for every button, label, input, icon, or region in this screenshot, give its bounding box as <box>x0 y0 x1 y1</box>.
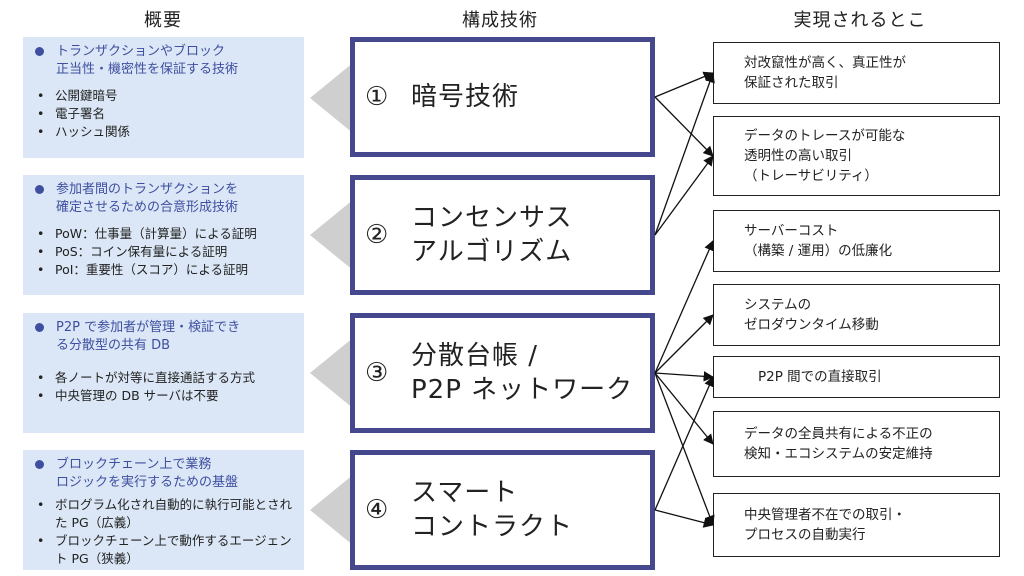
result-box: 対改竄性が高く、真正性が保証された取引 <box>713 42 1000 104</box>
tech-number: ③ <box>365 358 389 388</box>
connector-arrow <box>654 371 715 382</box>
tech-box-smart-contract: ④ スマートコントラクト <box>350 450 655 570</box>
list-item: •ハッシュ関係 <box>37 124 131 139</box>
list-item: •PoS：コイン保有量による証明 <box>37 244 228 259</box>
tech-label: 分散台帳 /P2P ネットワーク <box>411 341 634 405</box>
summary-lead: トランザクションやブロック正当性・機密性を保証する技術 <box>33 43 296 79</box>
list-item: •電子署名 <box>37 106 106 121</box>
summary-ledger: P2P で参加者が管理・検証できる分散型の共有 DB •各ノートが対等に直接通話… <box>23 313 304 433</box>
list-item: •各ノートが対等に直接通話する方式 <box>37 370 256 385</box>
tech-label: コンセンサスアルゴリズム <box>411 203 573 267</box>
list-item: •PoW：仕事量（計算量）による証明 <box>37 226 257 241</box>
tech-box-ledger: ③ 分散台帳 /P2P ネットワーク <box>350 313 655 433</box>
list-item: •ボログラム化され自動的に執行可能とされた PG（広義） <box>37 497 293 530</box>
summary-smart-contract: ブロックチェーン上で業務ロジックを実行するための基盤 •ボログラム化され自動的に… <box>23 450 304 570</box>
list-item: •公開鍵暗号 <box>37 88 118 103</box>
header-technology: 構成技術 <box>462 10 538 31</box>
connector-arrow <box>654 372 715 526</box>
tech-number: ④ <box>365 495 389 525</box>
summary-consensus: 参加者間のトランザクションを確定させるための合意形成技術 •PoW：仕事量（計算… <box>23 175 304 295</box>
pointer-triangle <box>310 474 354 546</box>
tech-label: スマートコントラクト <box>411 478 574 542</box>
tech-box-consensus: ② コンセンサスアルゴリズム <box>350 175 655 295</box>
header-overview: 概要 <box>144 10 182 31</box>
bullet-dot-icon <box>35 185 44 194</box>
result-box: データの全員共有による不正の検知・エコシステムの安定維持 <box>713 411 1000 477</box>
list-item: •PoI：重要性（スコア）による証明 <box>37 262 249 277</box>
summary-lead: 参加者間のトランザクションを確定させるための合意形成技術 <box>33 181 296 217</box>
summary-crypto: トランザクションやブロック正当性・機密性を保証する技術 •公開鍵暗号 •電子署名… <box>23 37 304 158</box>
tech-number: ② <box>365 220 389 250</box>
bullet-dot-icon <box>35 460 44 469</box>
summary-lead: ブロックチェーン上で業務ロジックを実行するための基盤 <box>33 456 296 492</box>
list-item: •ブロックチェーン上で動作するエージェント PG（狭義） <box>37 533 292 566</box>
connector-arrow <box>654 71 714 98</box>
tech-number: ① <box>365 82 389 112</box>
bullet-dot-icon <box>35 323 44 332</box>
list-item: •中央管理の DB サーバは不要 <box>37 388 219 403</box>
connector-arrow <box>654 240 714 374</box>
result-box: サーバーコスト（構築 / 運用）の低廉化 <box>713 210 1000 272</box>
pointer-triangle <box>310 62 354 134</box>
header-realization: 実現されるとこ <box>793 10 927 31</box>
tech-box-crypto: ① 暗号技術 <box>350 37 655 157</box>
pointer-triangle <box>310 199 354 271</box>
connector-arrow <box>654 96 714 157</box>
connector-arrow <box>654 155 714 236</box>
summary-lead: P2P で参加者が管理・検証できる分散型の共有 DB <box>33 319 296 355</box>
connector-arrow <box>654 509 715 528</box>
pointer-triangle <box>310 337 354 409</box>
result-box: 中央管理者不在での取引・プロセスの自動実行 <box>713 493 1000 557</box>
connector-arrow <box>654 376 715 511</box>
connector-arrow <box>654 72 715 236</box>
connector-arrow <box>654 314 714 374</box>
result-box: データのトレースが可能な透明性の高い取引（トレーサビリティ） <box>713 116 1000 196</box>
bullet-dot-icon <box>35 47 44 56</box>
connector-arrow <box>654 372 714 445</box>
tech-label: 暗号技術 <box>411 82 520 112</box>
